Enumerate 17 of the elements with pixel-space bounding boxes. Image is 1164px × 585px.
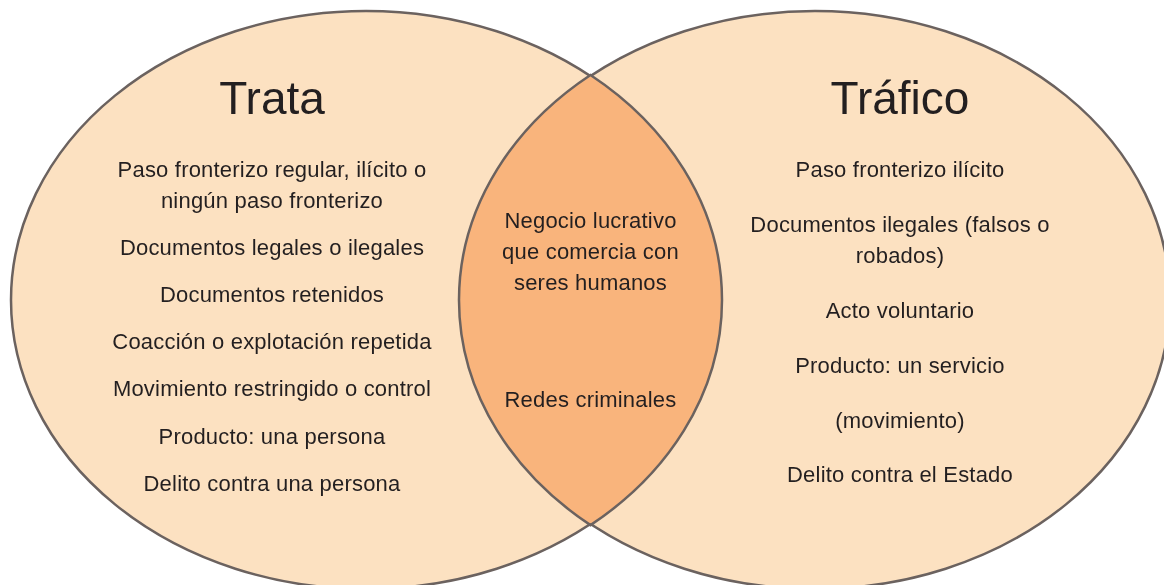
item-text: Redes criminales: [503, 386, 678, 415]
item-text: Documentos legales o ilegales: [118, 234, 426, 263]
item-text: Documentos ilegales (falsos o robados): [749, 210, 1051, 270]
item-text: Negocio lucrativo que comercia con seres humanos: [501, 207, 680, 298]
heading: Trata: [218, 72, 326, 124]
item-text: Paso fronterizo regular, ilícito o ningún paso fronterizo: [116, 155, 428, 215]
item-text: Acto voluntario: [824, 297, 976, 326]
item-text: Producto: una persona: [157, 423, 387, 452]
item-text: Coacción o explotación repetida: [111, 328, 433, 357]
heading: Tráfico: [829, 72, 971, 124]
item-text: Documentos retenidos: [158, 281, 386, 310]
item-text: (movimiento): [834, 407, 966, 436]
item-text: Delito contra una persona: [142, 470, 402, 499]
item-text: Delito contra el Estado: [786, 461, 1014, 490]
item-text: Producto: un servicio: [794, 352, 1006, 381]
item-text: Movimiento restringido o control: [111, 375, 433, 404]
item-text: Paso fronterizo ilícito: [794, 156, 1006, 185]
